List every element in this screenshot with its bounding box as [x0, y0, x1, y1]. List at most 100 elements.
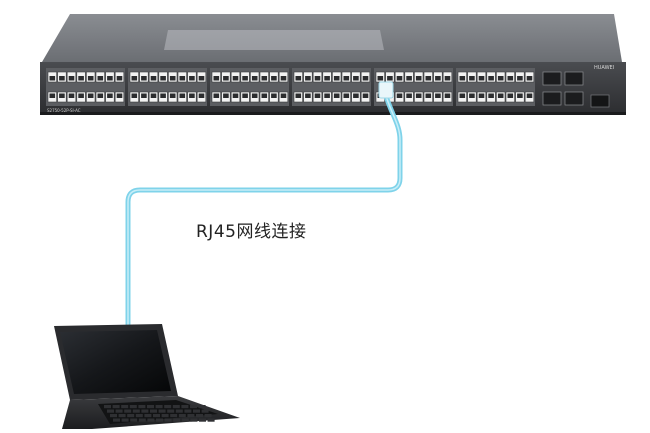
port-socket — [242, 93, 248, 98]
port-socket — [97, 76, 104, 81]
port-socket — [353, 76, 359, 81]
laptop-keys — [104, 405, 215, 422]
port-socket — [305, 76, 311, 81]
keyboard-key — [187, 414, 195, 418]
port-socket — [160, 76, 166, 81]
port-socket — [131, 93, 138, 98]
port-socket — [396, 76, 403, 81]
port-socket — [415, 76, 422, 81]
keyboard-key — [121, 418, 129, 422]
keyboard-key — [181, 405, 189, 409]
keyboard-key — [172, 405, 180, 409]
port-socket — [295, 93, 302, 98]
port-socket — [478, 93, 485, 98]
keyboard-key — [167, 409, 175, 413]
keyboard-key — [201, 409, 209, 413]
keyboard-key — [107, 409, 114, 413]
keyboard-key — [161, 414, 169, 418]
sfp-port — [564, 71, 584, 86]
keyboard-key — [121, 405, 129, 409]
port-socket — [97, 93, 104, 98]
keyboard-key — [164, 405, 172, 409]
port-socket — [377, 76, 384, 81]
port-socket — [478, 76, 485, 81]
rj45-cable-highlight — [127, 95, 401, 327]
port-socket — [295, 76, 302, 81]
keyboard-key — [158, 409, 166, 413]
port-socket — [223, 76, 229, 81]
port-socket — [314, 76, 321, 81]
port-socket — [459, 76, 466, 81]
keyboard-key — [141, 409, 149, 413]
keyboard-key — [127, 414, 135, 418]
port-socket — [488, 76, 494, 81]
port-socket — [469, 76, 475, 81]
rj45-connector — [378, 81, 394, 99]
port-socket — [488, 93, 494, 98]
keyboard-key — [104, 405, 111, 409]
port-socket — [435, 76, 441, 81]
port-socket — [59, 93, 65, 98]
console-port — [590, 94, 610, 108]
port-socket — [232, 76, 239, 81]
keyboard-key — [184, 409, 192, 413]
keyboard-key — [156, 418, 163, 422]
rj45-cable — [125, 93, 403, 329]
port-socket — [406, 76, 412, 81]
port-socket — [353, 93, 359, 98]
port-socket — [271, 76, 277, 81]
keyboard-key — [164, 418, 172, 422]
port-socket — [459, 93, 466, 98]
port-socket — [141, 93, 147, 98]
connection-caption: RJ45网线连接 — [196, 222, 307, 242]
port-socket — [213, 76, 220, 81]
switch-label-sticker — [164, 30, 384, 50]
port-socket — [78, 76, 84, 81]
keyboard-key — [132, 409, 140, 413]
keyboard-key — [173, 418, 181, 422]
sfp-port — [564, 91, 584, 106]
port-socket — [68, 93, 75, 98]
port-socket — [68, 76, 75, 81]
keyboard-key — [147, 405, 154, 409]
keyboard-key — [115, 409, 123, 413]
keyboard-key — [175, 409, 183, 413]
port-socket — [469, 93, 475, 98]
sfp-port-group — [542, 71, 584, 106]
port-socket — [362, 76, 369, 81]
laptop — [54, 324, 240, 429]
keyboard-key — [170, 414, 178, 418]
port-socket — [107, 93, 113, 98]
port-socket — [435, 93, 441, 98]
port-socket — [150, 93, 157, 98]
port-socket — [251, 76, 258, 81]
laptop-screen — [60, 330, 171, 394]
port-socket — [517, 93, 523, 98]
port-socket — [261, 93, 268, 98]
switch-front-edge — [40, 112, 626, 115]
port-socket — [271, 93, 277, 98]
port-socket — [251, 93, 258, 98]
keyboard-key — [190, 405, 197, 409]
port-socket — [141, 76, 147, 81]
keyboard-key — [113, 418, 120, 422]
port-socket — [415, 93, 422, 98]
port-socket — [507, 76, 514, 81]
port-socket — [280, 76, 287, 81]
port-socket — [333, 93, 340, 98]
keyboard-key — [153, 414, 160, 418]
port-socket — [425, 76, 432, 81]
port-socket — [387, 76, 393, 81]
port-socket — [333, 76, 340, 81]
keyboard-key — [138, 418, 146, 422]
port-socket — [497, 93, 504, 98]
port-socket — [179, 93, 186, 98]
network-switch — [40, 14, 626, 115]
keyboard-key — [138, 405, 146, 409]
switch-model-label: S2750-52P-SI-AC — [47, 108, 81, 113]
port-socket — [179, 76, 186, 81]
keyboard-key — [112, 405, 120, 409]
port-socket — [497, 76, 504, 81]
sfp-port — [542, 91, 562, 106]
